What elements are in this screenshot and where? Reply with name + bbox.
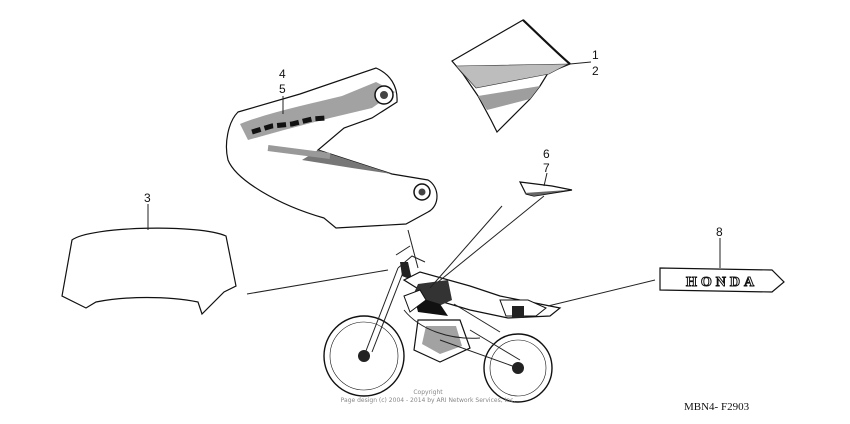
- callout-2: 2: [592, 64, 599, 78]
- part-tank-stripe[interactable]: [451, 19, 572, 134]
- callout-8: 8: [716, 225, 723, 239]
- part-front-plate[interactable]: [61, 227, 237, 316]
- callout-1: 1: [592, 48, 599, 62]
- callout-4: 4: [279, 67, 286, 81]
- callout-6: 6: [543, 147, 550, 161]
- part-shroud-mark[interactable]: [225, 67, 438, 229]
- diagram-reference: MBN4- F2903: [684, 401, 750, 413]
- callout-3: 3: [144, 191, 151, 205]
- part-side-mark[interactable]: [518, 181, 573, 197]
- leader-lines: [147, 61, 721, 307]
- part-honda-emblem[interactable]: HONDA: [659, 267, 785, 293]
- callout-5: 5: [279, 82, 286, 96]
- motorcycle-illustration: [323, 245, 562, 403]
- callout-7: 7: [543, 161, 550, 175]
- copyright-line-1: Copyright: [413, 389, 443, 396]
- copyright-line-2: Page design (c) 2004 - 2014 by ARI Netwo…: [341, 397, 516, 404]
- emblem-text: HONDA: [686, 275, 758, 290]
